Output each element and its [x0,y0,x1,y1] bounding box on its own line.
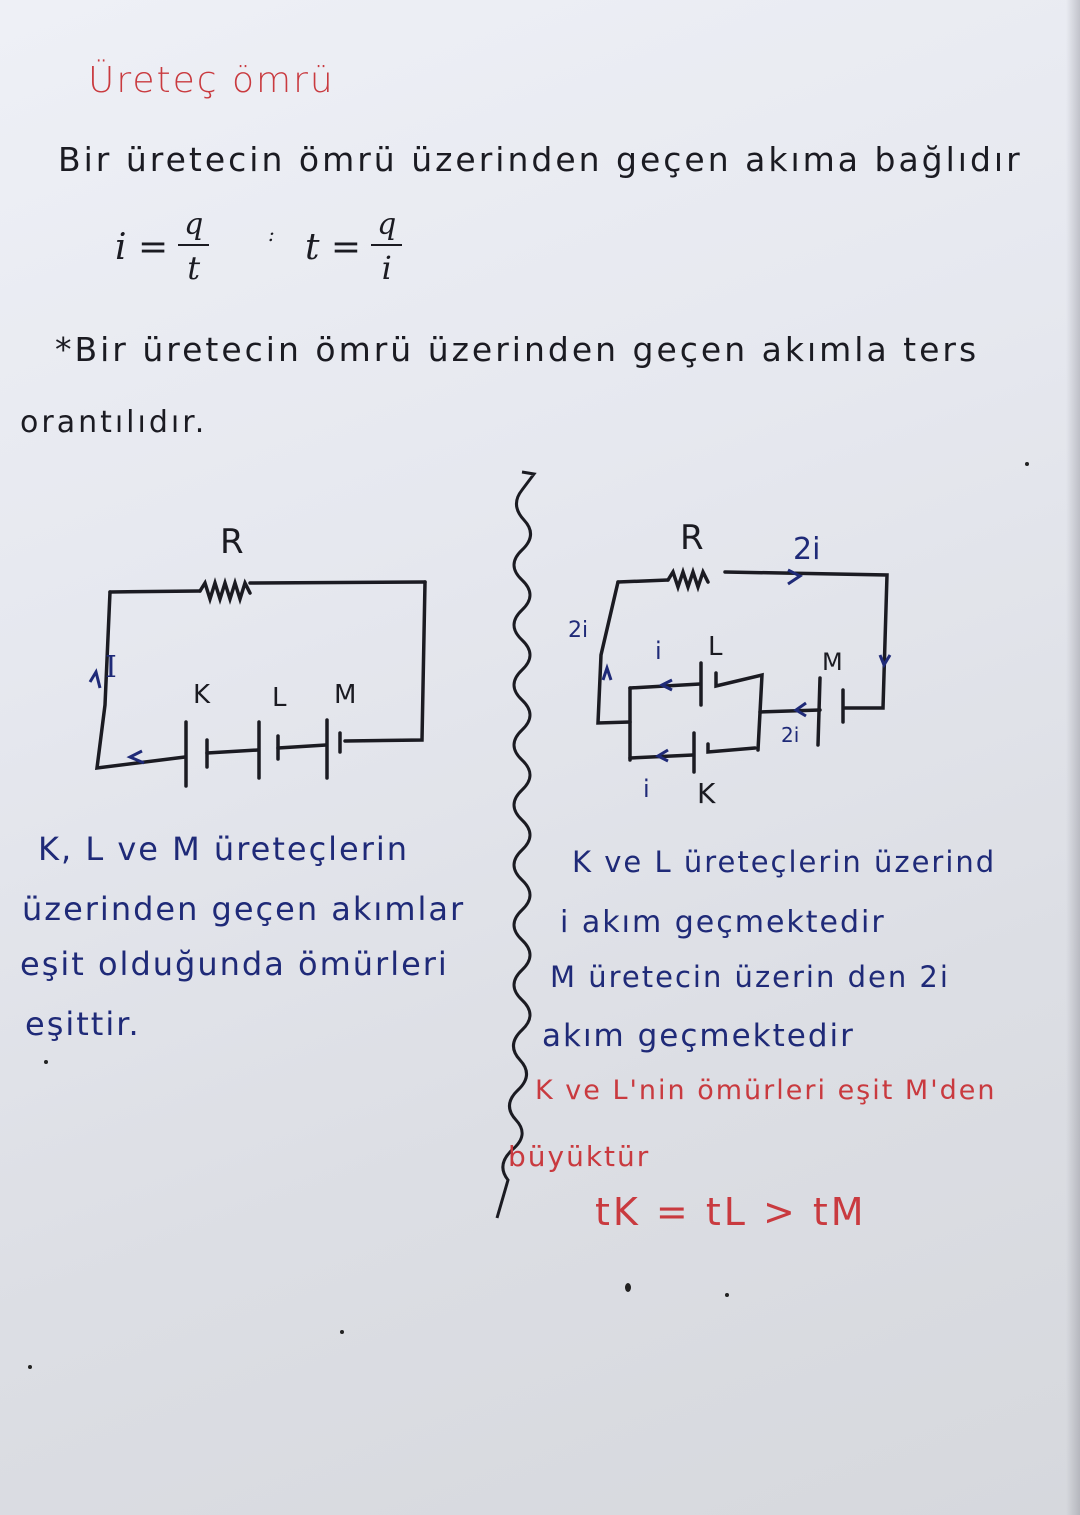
formula-time-lhs: t = [305,226,362,268]
rule-line-2: orantılıdır. [20,405,208,440]
page-title: Üreteç ömrü [88,60,335,101]
left-current-label-2i: 2i [568,618,589,643]
left-caption-line-4: eşittir. [25,1005,141,1043]
ink-speck [28,1365,32,1369]
ink-speck [340,1330,344,1334]
left-caption-line-2: üzerinden geçen akımlar [22,890,466,928]
rule-line-1: *Bir üretecin ömrü üzerinden geçen akıml… [55,330,980,369]
top-current-label: 2i [793,532,821,567]
ink-speck [44,1060,48,1064]
numerator: q [178,210,210,246]
formula-current-lhs: i = [115,226,169,268]
page-edge-shadow [1066,0,1080,1515]
ink-speck [625,1283,631,1292]
denominator: t [187,249,201,287]
left-caption-line-1: K, L ve M üreteçlerin [38,830,410,868]
battery-label-m: M [334,680,357,710]
right-caption-line-4: akım geçmektedir [542,1018,855,1054]
fraction-q-over-i: q i [371,210,403,287]
right-caption-line-2: i akım geçmektedir [560,905,886,940]
formula-current: i = q t [115,210,210,287]
numerator: q [371,210,403,246]
ink-speck [1025,462,1029,466]
left-caption-line-3: eşit olduğunda ömürleri [20,945,449,983]
battery-label-k: K [193,680,211,710]
formula-time: t = q i [305,210,403,287]
battery-label-l: L [272,683,287,713]
conclusion-line-1: K ve L'nin ömürleri eşit M'den [535,1075,997,1106]
left-resistor-label: R [220,522,244,562]
ink-speck [725,1293,729,1297]
conclusion-line-2: büyüktür [508,1140,651,1173]
battery-m-label: M [822,648,843,676]
branch-l-current: i [655,637,662,665]
right-resistor-label: R [680,518,704,558]
branch-l-label: L [708,632,723,662]
intro-line: Bir üretecin ömrü üzerinden geçen akıma … [58,140,1023,179]
left-current-label: I [105,650,117,685]
formula-separator: : [268,222,275,246]
branch-k-current: i [643,775,650,803]
denominator: i [381,249,392,287]
right-caption-line-3: M üretecin üzerin den 2i [550,960,950,994]
fraction-q-over-t: q t [178,210,210,287]
lifetime-inequality: tK = tL > tM [595,1190,867,1234]
branch-k-label: K [697,777,716,810]
right-caption-line-1: K ve L üreteçlerin üzerind [572,845,997,879]
m-current-label: 2i [781,723,800,747]
